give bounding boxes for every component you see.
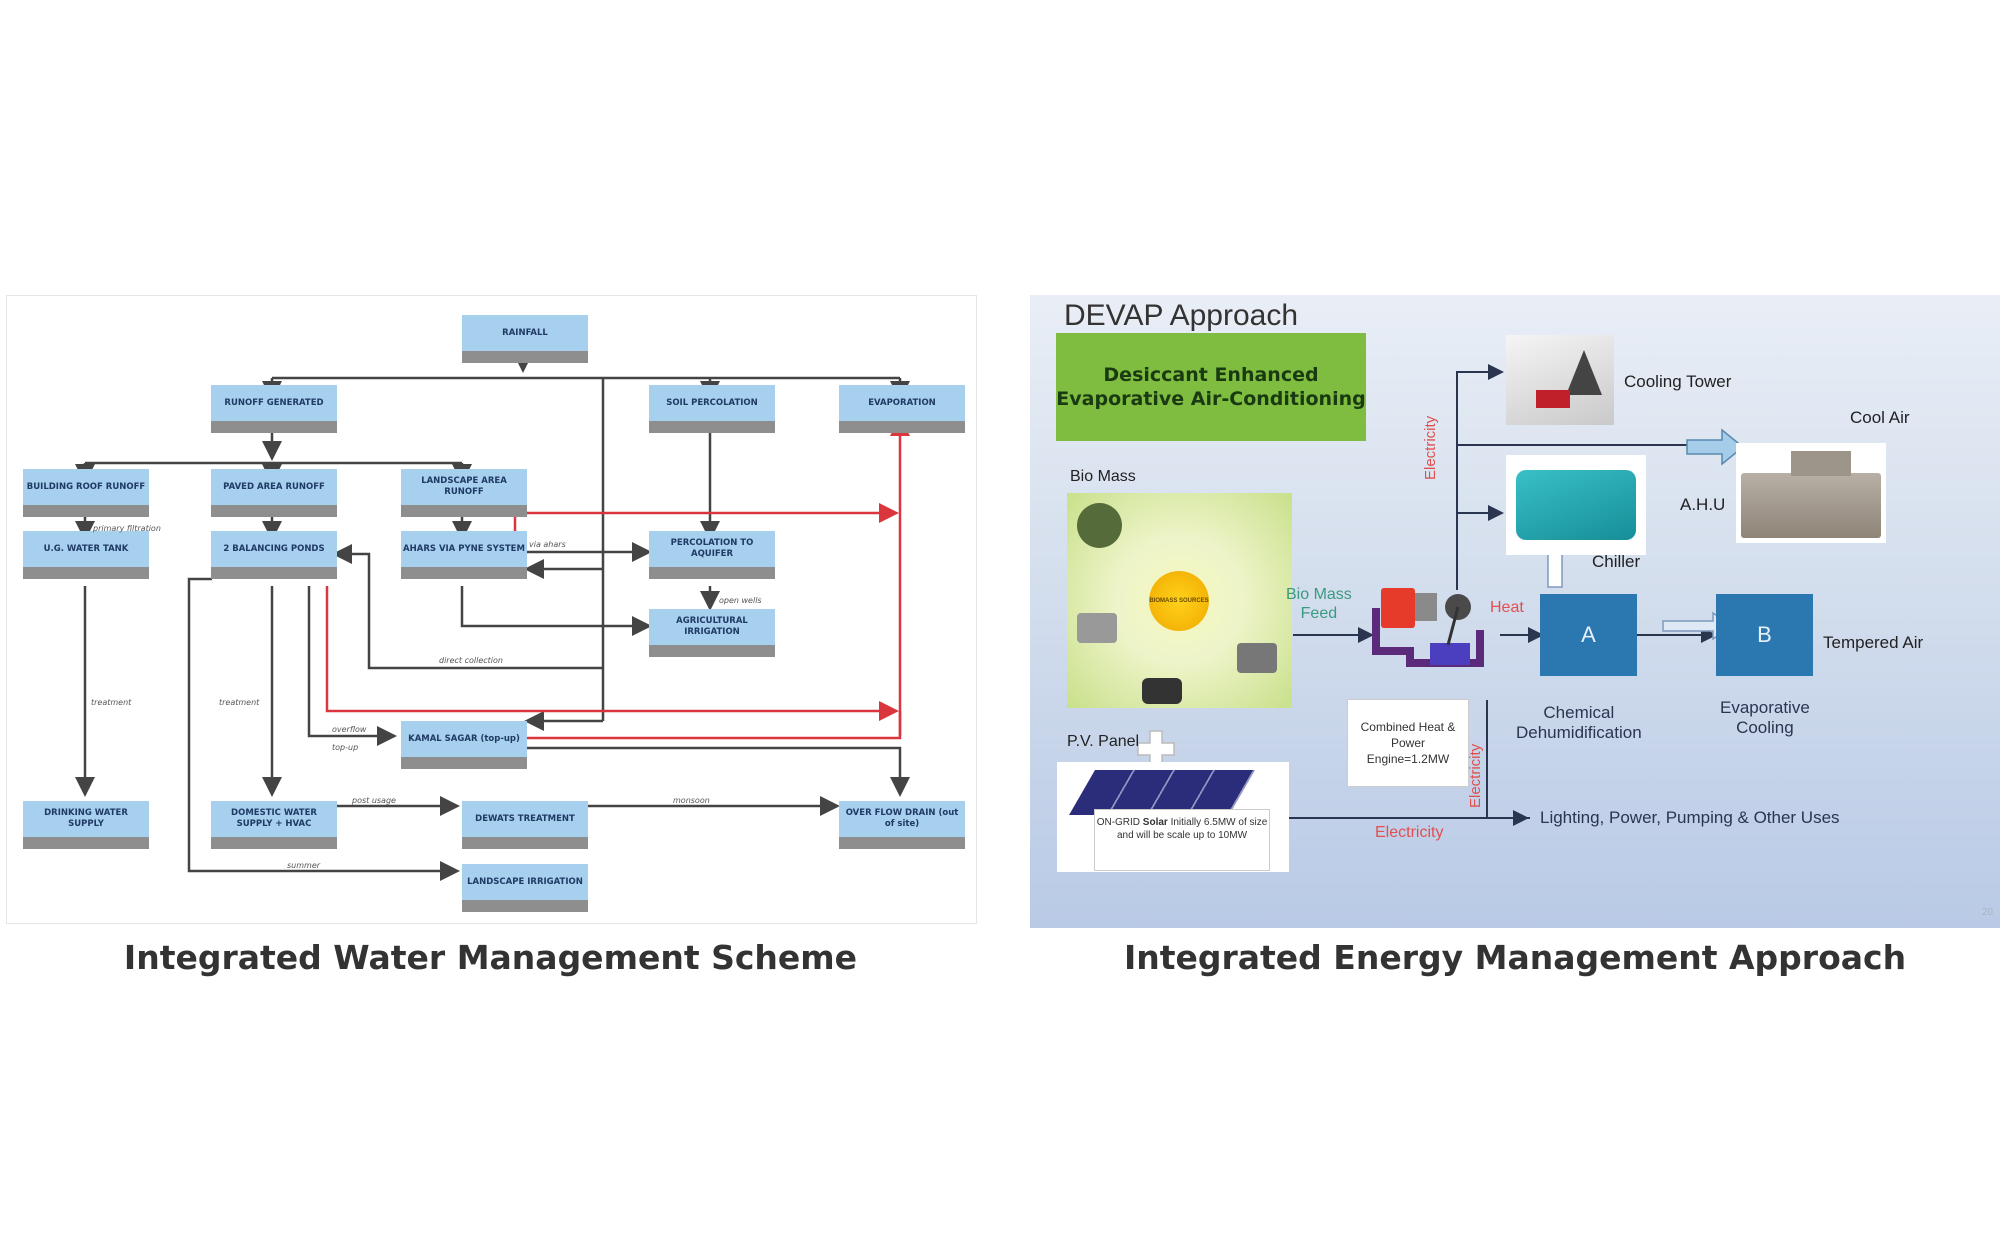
solar-note-bold: Solar — [1142, 817, 1168, 828]
cooling-tower-fan-icon — [1566, 350, 1602, 395]
label-top-up: top-up — [332, 743, 359, 752]
node-drinking-water: DRINKING WATER SUPPLY — [23, 801, 149, 849]
biomass-center-label: BIOMASS SOURCES — [1149, 571, 1209, 631]
node-landscape-irrigation: LANDSCAPE IRRIGATION — [462, 864, 588, 912]
label-pv-panel: P.V. Panel — [1067, 733, 1140, 750]
label-post-usage: post usage — [352, 796, 396, 805]
water-flow-connectors — [75, 349, 910, 923]
label-overflow: overflow — [332, 725, 367, 734]
node-landscape-area-runoff: LANDSCAPE AREA RUNOFF — [401, 469, 527, 517]
label-heat: Heat — [1490, 599, 1524, 616]
pump-icon — [1536, 390, 1570, 408]
devap-title: DEVAP Approach — [1064, 299, 1299, 332]
chiller-body-icon — [1516, 470, 1636, 540]
label-tempered-air: Tempered Air — [1823, 633, 1924, 652]
solar-note-rest: Initially 6.5MW of size and will be scal… — [1116, 817, 1268, 841]
label-chemical-dehumidification: Chemical Dehumidification — [1516, 703, 1642, 743]
devap-green-box: Desiccant Enhanced Evaporative Air-Condi… — [1056, 333, 1366, 441]
node-soil-percolation: SOIL PERCOLATION — [649, 385, 775, 433]
ahu-body-icon — [1741, 473, 1881, 538]
label-electricity-horizontal: Electricity — [1375, 824, 1444, 841]
node-evaporation: EVAPORATION — [839, 385, 965, 433]
node-domestic-water: DOMESTIC WATER SUPPLY + HVAC — [211, 801, 337, 849]
label-evaporative-cooling: Evaporative Cooling — [1720, 698, 1810, 738]
chemical-line-2: Dehumidification — [1516, 723, 1642, 742]
chp-note-line-1: Combined Heat & — [1360, 720, 1456, 734]
node-ahars-pyne: AHARS VIA PYNE SYSTEM — [401, 531, 527, 579]
factory-icon — [1077, 613, 1117, 643]
node-ug-water-tank: U.G. WATER TANK — [23, 531, 149, 579]
waste-bin-icon — [1237, 643, 1277, 673]
bio-mass-feed-line-1: Bio Mass — [1286, 586, 1352, 603]
energy-caption: Integrated Energy Management Approach — [1123, 938, 1907, 977]
energy-flow-connectors — [1137, 364, 1745, 826]
label-open-wells: open wells — [719, 596, 762, 605]
label-monsoon: monsoon — [673, 796, 710, 805]
solar-note: ON-GRID Solar Initially 6.5MW of size an… — [1094, 809, 1270, 871]
node-rainfall: RAINFALL — [462, 315, 588, 363]
node-overflow-drain: OVER FLOW DRAIN (out of site) — [839, 801, 965, 849]
cool-air-arrow-icon — [1686, 428, 1745, 466]
cooling-tower-image — [1506, 335, 1614, 425]
label-treatment-2: treatment — [219, 698, 260, 707]
label-electricity-vertical-top: Electricity — [1422, 415, 1439, 480]
chp-note-line-2: Power — [1390, 736, 1425, 750]
label-electricity-vertical-bottom: Electricity — [1467, 743, 1484, 808]
water-caption: Integrated Water Management Scheme — [123, 938, 858, 977]
evaporative-line-1: Evaporative — [1720, 698, 1810, 717]
node-runoff-generated: RUNOFF GENERATED — [211, 385, 337, 433]
node-dewats: DEWATS TREATMENT — [462, 801, 588, 849]
node-building-roof-runoff: BUILDING ROOF RUNOFF — [23, 469, 149, 517]
label-primary-filtration: primary filtration — [93, 524, 161, 533]
green-box-line-1: Desiccant Enhanced — [1103, 364, 1319, 386]
ahu-image — [1736, 443, 1886, 543]
label-cooling-tower: Cooling Tower — [1624, 372, 1732, 391]
slide-number: 20 — [1982, 907, 1994, 918]
label-chiller: Chiller — [1592, 552, 1641, 571]
chemical-line-1: Chemical — [1543, 703, 1615, 722]
label-uses: Lighting, Power, Pumping & Other Uses — [1540, 808, 1840, 827]
node-agricultural-irrigation: AGRICULTURAL IRRIGATION — [649, 609, 775, 657]
green-box-line-2: Evaporative Air-Conditioning — [1056, 388, 1366, 410]
energy-management-diagram: DEVAP Approach Desiccant Enhanced Evapor… — [1030, 295, 2000, 928]
label-treatment-1: treatment — [91, 698, 132, 707]
chp-engine-icon — [1372, 588, 1484, 667]
solar-panel-image: ON-GRID Solar Initially 6.5MW of size an… — [1057, 762, 1289, 872]
tree-icon — [1077, 503, 1122, 548]
box-b-evaporative-cooling: B — [1716, 594, 1813, 676]
label-ahu: A.H.U — [1680, 495, 1726, 514]
evaporative-line-2: Cooling — [1736, 718, 1794, 737]
chiller-image — [1506, 455, 1646, 555]
label-direct-collection: direct collection — [439, 656, 503, 665]
label-cool-air: Cool Air — [1850, 408, 1910, 427]
node-paved-area-runoff: PAVED AREA RUNOFF — [211, 469, 337, 517]
solar-note-prefix: ON-GRID — [1096, 817, 1143, 828]
bio-mass-feed-line-2: Feed — [1300, 605, 1338, 622]
water-management-diagram: RAINFALL RUNOFF GENERATED SOIL PERCOLATI… — [6, 295, 977, 924]
biomass-sources-image: BIOMASS SOURCES — [1067, 493, 1292, 708]
node-kamal-sagar: KAMAL SAGAR (top-up) — [401, 721, 527, 769]
node-percolation-aquifer: PERCOLATION TO AQUIFER — [649, 531, 775, 579]
label-summer: summer — [287, 861, 321, 870]
ahu-top-icon — [1791, 451, 1851, 476]
chp-note: Combined Heat & Power Engine=1.2MW — [1347, 699, 1469, 787]
label-via-ahars: via ahars — [529, 540, 566, 549]
node-balancing-ponds: 2 BALANCING PONDS — [211, 531, 337, 579]
cow-icon — [1142, 678, 1182, 704]
box-a-chemical-dehumidification: A — [1540, 594, 1637, 676]
label-bio-mass-feed: Bio Mass Feed — [1286, 585, 1352, 623]
label-bio-mass: Bio Mass — [1070, 468, 1136, 485]
chp-note-line-3: Engine=1.2MW — [1366, 752, 1450, 766]
